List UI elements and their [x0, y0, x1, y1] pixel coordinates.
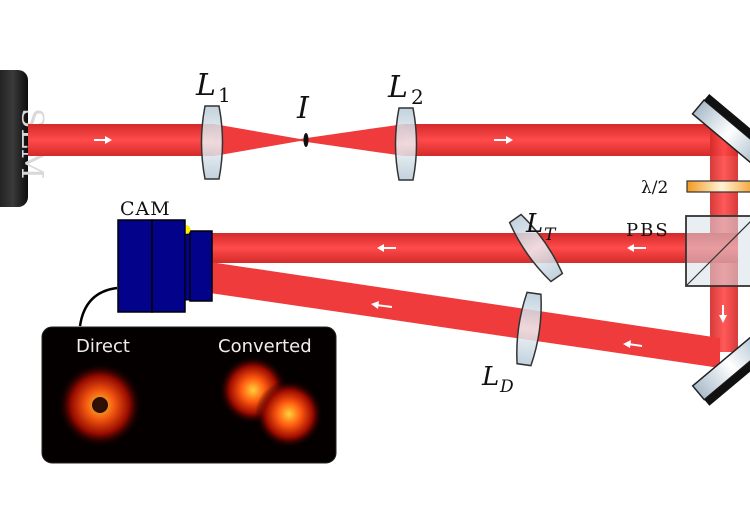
beam-expand-cone	[300, 124, 404, 156]
beam-pbs-to-cam	[210, 233, 738, 263]
half-wave-plate: λ/2	[641, 178, 750, 198]
converted-beam-profile	[219, 356, 323, 448]
lens-lt: L T	[508, 209, 564, 283]
beam-focus-cone	[214, 124, 310, 156]
beam-l2-to-mirror	[404, 124, 738, 156]
inset-label-direct: Direct	[76, 336, 130, 357]
camera: CAM	[78, 198, 213, 327]
arrow-right-icon	[94, 136, 112, 144]
beam-lower-to-cam	[210, 262, 720, 368]
camera-led	[186, 225, 191, 234]
camera-image-inset: Direct Converted	[41, 326, 337, 464]
lens-ld-label: L	[481, 362, 499, 392]
lens-l1: L 1	[195, 68, 231, 180]
pbs-label: PBS	[626, 220, 670, 241]
lens-lt-label: L	[525, 209, 543, 239]
half-wave-plate-label: λ/2	[641, 178, 668, 198]
lens-l2-label: L	[387, 70, 408, 105]
beam-slm-to-l1	[28, 124, 214, 156]
camera-label: CAM	[120, 198, 171, 220]
lens-lt-subscript: T	[544, 225, 557, 245]
iris-label: I	[296, 91, 310, 126]
lens-l1-label: L	[195, 68, 216, 103]
lens-l2-subscript: 2	[411, 85, 424, 109]
pbs: PBS	[626, 215, 750, 287]
arrow-left-icon	[623, 340, 643, 348]
mirror-top	[691, 93, 750, 167]
iris: I	[296, 91, 310, 147]
lens-ld-subscript: D	[499, 377, 514, 397]
beam-direction-arrows	[94, 136, 727, 348]
arrow-left-icon	[371, 301, 393, 309]
arrow-down-icon	[719, 305, 727, 323]
inset-label-converted: Converted	[218, 336, 312, 357]
arrow-left-icon	[627, 244, 646, 252]
direct-beam-profile	[58, 363, 142, 447]
camera-cable	[78, 286, 118, 327]
arrow-right-icon	[494, 136, 513, 144]
arrow-left-icon	[377, 244, 396, 252]
lens-ld: L D	[481, 291, 542, 397]
lens-l1-subscript: 1	[218, 83, 231, 107]
slm-body	[0, 70, 28, 207]
lens-l2: L 2	[387, 70, 424, 181]
